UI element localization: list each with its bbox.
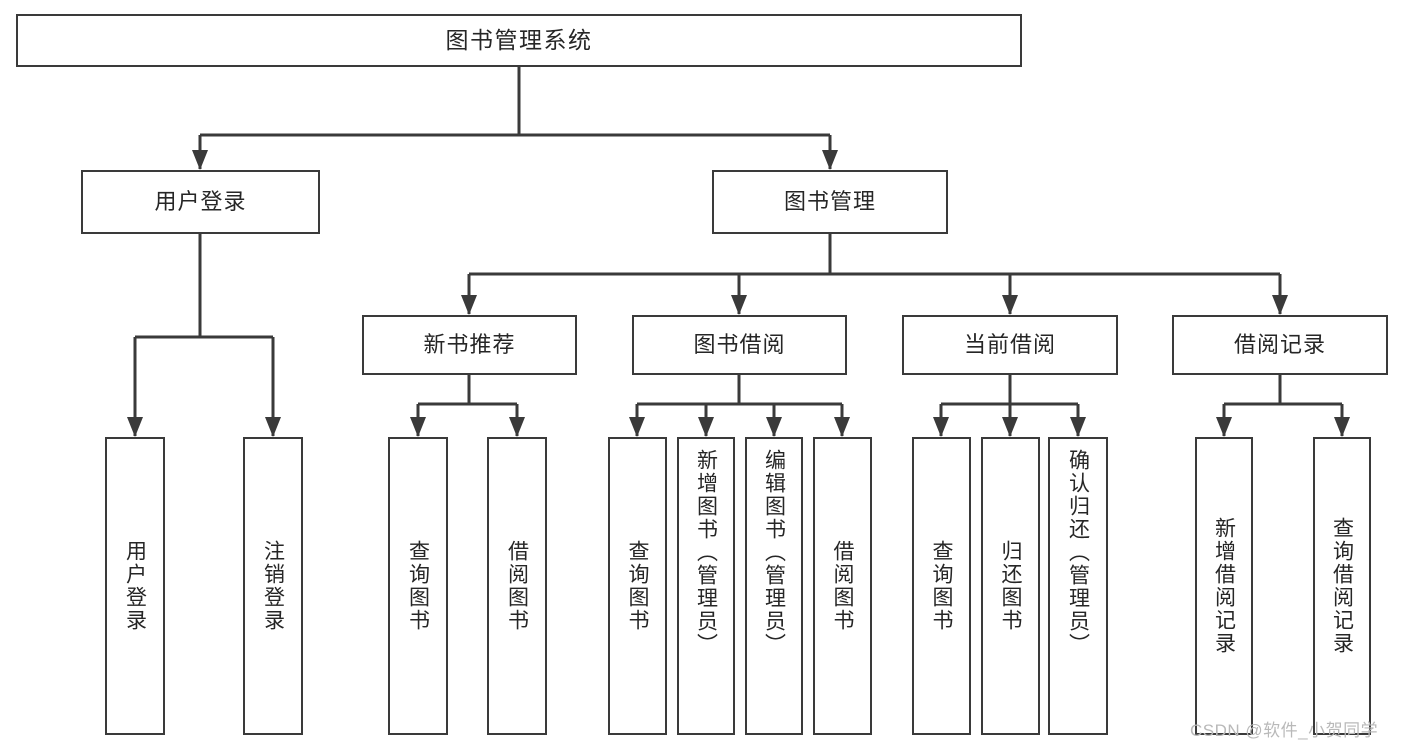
node-label: 图书借阅 bbox=[693, 331, 786, 357]
conn-bookmanage-to-level3-arrow-1 bbox=[731, 295, 747, 315]
conn-userlogin-to-leaves-arrow-1 bbox=[265, 417, 281, 437]
conn-bookborrow-to-leaves-arrow-1 bbox=[698, 417, 714, 437]
node-leaf-return-book: 归还图书 bbox=[981, 437, 1040, 735]
node-leaf-cur-query-book: 查询图书 bbox=[912, 437, 971, 735]
node-label: 查询借阅记录 bbox=[1330, 517, 1354, 655]
node-book-manage: 图书管理 bbox=[712, 170, 948, 234]
conn-bookborrow-to-leaves-arrow-0 bbox=[629, 417, 645, 437]
node-leaf-user-login: 用户登录 bbox=[105, 437, 165, 735]
node-leaf-rec-borrow-book: 借阅图书 bbox=[487, 437, 547, 735]
conn-bookborrow-to-leaves-arrow-3 bbox=[834, 417, 850, 437]
node-leaf-edit-book-admin: 编辑图书（管理员） bbox=[745, 437, 803, 735]
node-book-borrow: 图书借阅 bbox=[632, 315, 847, 375]
node-leaf-query-borrow-record: 查询借阅记录 bbox=[1313, 437, 1371, 735]
conn-currentborrow-to-leaves-arrow-1 bbox=[1002, 417, 1018, 437]
node-label: 编辑图书（管理员） bbox=[762, 449, 786, 656]
node-label: 新书推荐 bbox=[423, 331, 516, 357]
node-label: 注销登录 bbox=[261, 540, 285, 632]
conn-root-to-level2-arrow-0 bbox=[192, 150, 208, 170]
node-label: 查询图书 bbox=[406, 540, 430, 632]
conn-newbookrec-to-leaves-arrow-1 bbox=[509, 417, 525, 437]
node-new-book-rec: 新书推荐 bbox=[362, 315, 577, 375]
conn-currentborrow-to-leaves-arrow-2 bbox=[1070, 417, 1086, 437]
node-label: 借阅图书 bbox=[505, 540, 529, 632]
node-user-login: 用户登录 bbox=[81, 170, 320, 234]
node-leaf-rec-query-book: 查询图书 bbox=[388, 437, 448, 735]
conn-borrowrecord-to-leaves-arrow-0 bbox=[1216, 417, 1232, 437]
conn-root-to-level2-arrow-1 bbox=[822, 150, 838, 170]
node-leaf-logout: 注销登录 bbox=[243, 437, 303, 735]
node-leaf-add-borrow-record: 新增借阅记录 bbox=[1195, 437, 1253, 735]
node-label: 归还图书 bbox=[999, 540, 1022, 632]
conn-bookmanage-to-level3-arrow-2 bbox=[1002, 295, 1018, 315]
node-label: 图书管理 bbox=[783, 188, 876, 214]
node-label: 新增借阅记录 bbox=[1212, 517, 1236, 655]
conn-newbookrec-to-leaves-arrow-0 bbox=[410, 417, 426, 437]
node-label: 新增图书（管理员） bbox=[694, 449, 718, 656]
node-label: 查询图书 bbox=[930, 540, 953, 632]
watermark: CSDN @软件_小贺同学 bbox=[1190, 721, 1379, 740]
node-label: 用户登录 bbox=[123, 540, 147, 632]
node-leaf-confirm-return-admin: 确认归还（管理员） bbox=[1048, 437, 1108, 735]
node-label: 图书管理系统 bbox=[445, 26, 593, 53]
conn-userlogin-to-leaves-arrow-0 bbox=[127, 417, 143, 437]
conn-currentborrow-to-leaves-arrow-0 bbox=[933, 417, 949, 437]
node-borrow-record: 借阅记录 bbox=[1172, 315, 1388, 375]
conn-bookmanage-to-level3-arrow-3 bbox=[1272, 295, 1288, 315]
node-leaf-borrow-book: 借阅图书 bbox=[813, 437, 872, 735]
node-leaf-borrow-query-book: 查询图书 bbox=[608, 437, 667, 735]
node-label: 用户登录 bbox=[154, 188, 247, 214]
node-label: 借阅图书 bbox=[831, 540, 854, 632]
node-label: 当前借阅 bbox=[963, 331, 1056, 357]
node-leaf-add-book-admin: 新增图书（管理员） bbox=[677, 437, 735, 735]
node-label: 确认归还（管理员） bbox=[1066, 449, 1090, 656]
node-label: 借阅记录 bbox=[1233, 331, 1326, 357]
node-label: 查询图书 bbox=[626, 540, 649, 632]
conn-bookmanage-to-level3-arrow-0 bbox=[461, 295, 477, 315]
conn-borrowrecord-to-leaves-arrow-1 bbox=[1334, 417, 1350, 437]
node-current-borrow: 当前借阅 bbox=[902, 315, 1118, 375]
conn-bookborrow-to-leaves-arrow-2 bbox=[766, 417, 782, 437]
node-root: 图书管理系统 bbox=[16, 14, 1022, 67]
